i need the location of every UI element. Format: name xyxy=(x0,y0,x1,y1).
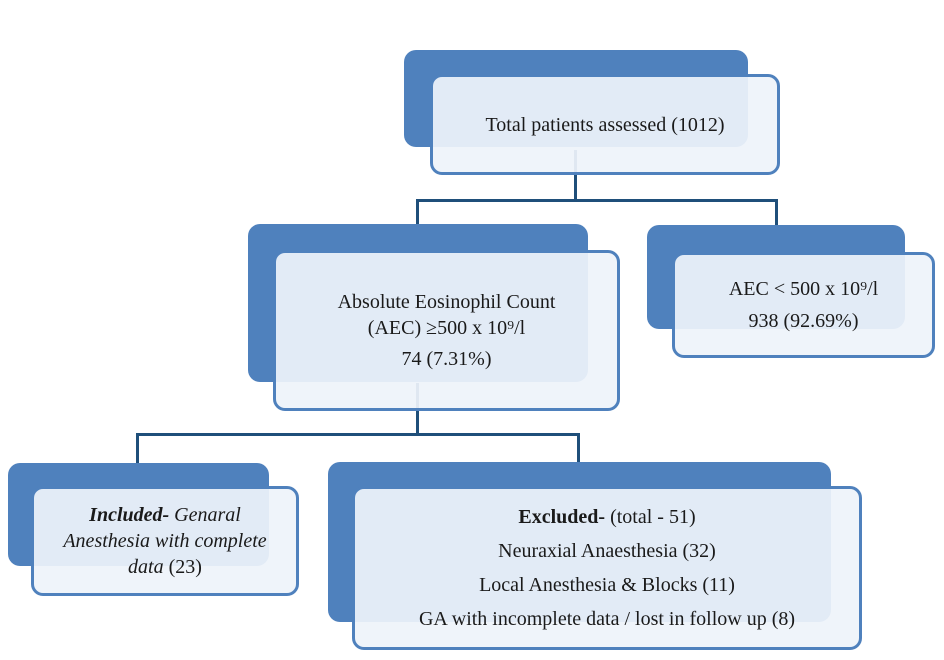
included-text-c: data xyxy=(128,556,164,578)
excluded-total: (total - 51) xyxy=(605,506,696,528)
connector-level2-bar xyxy=(416,199,778,202)
excluded-item: Local Anesthesia & Blocks (11) xyxy=(479,574,735,596)
included-count: (23) xyxy=(163,556,202,578)
included-line3: data (23) xyxy=(128,554,202,580)
aec-low-line1: AEC < 500 x 10⁹/l xyxy=(728,278,879,300)
aec-high-node: Absolute Eosinophil Count (AEC) ≥500 x 1… xyxy=(273,250,620,411)
aec-low-count: 938 (92.69%) xyxy=(748,310,859,332)
excluded-item: Neuraxial Anaesthesia (32) xyxy=(498,540,716,562)
included-node: Included- Genaral Anesthesia with comple… xyxy=(31,486,299,596)
excluded-label: Excluded- xyxy=(518,506,606,528)
aec-high-count: 74 (7.31%) xyxy=(401,347,492,370)
connector-to-included xyxy=(136,433,139,463)
root-node-text: Total patients assessed (1012) xyxy=(485,113,725,136)
included-text-a: Genaral xyxy=(169,504,241,526)
excluded-node: Excluded- (total - 51) Neuraxial Anaesth… xyxy=(352,486,862,650)
root-node: Total patients assessed (1012) xyxy=(430,74,780,175)
excluded-item: GA with incomplete data / lost in follow… xyxy=(418,608,796,630)
aec-high-line1: Absolute Eosinophil Count xyxy=(337,290,556,313)
connector-to-aec-high xyxy=(416,199,419,225)
connector-to-aec-low xyxy=(775,199,778,225)
included-line1: Included- Genaral xyxy=(89,502,241,528)
included-line2: Anesthesia with complete xyxy=(63,530,267,552)
connector-level3-bar xyxy=(136,433,580,436)
included-label: Included- xyxy=(89,504,170,526)
aec-low-node: AEC < 500 x 10⁹/l 938 (92.69%) xyxy=(672,252,935,358)
excluded-header: Excluded- (total - 51) xyxy=(518,503,695,531)
connector-to-excluded xyxy=(577,433,580,463)
connector-root-stem xyxy=(574,150,577,200)
aec-high-line2: (AEC) ≥500 x 10⁹/l xyxy=(367,316,526,339)
